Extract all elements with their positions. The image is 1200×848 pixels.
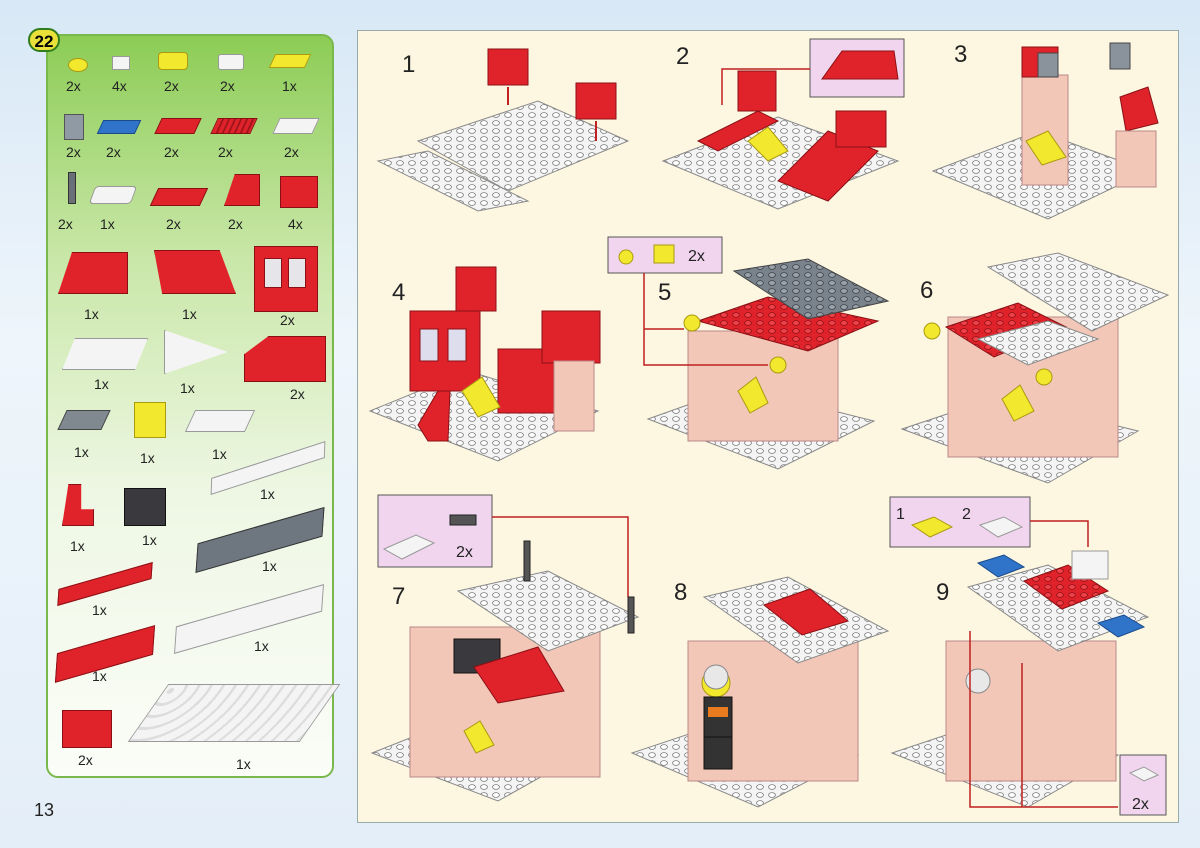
part-qty: 2x: [290, 386, 305, 402]
step-5-illustration: 2x: [607, 236, 890, 470]
wedge-plate-white-right-icon: [164, 330, 228, 374]
step-9-label-2: 2: [962, 506, 971, 523]
antenna-grey-icon: [68, 172, 76, 204]
brick-red-corner-icon: [62, 710, 112, 748]
part-qty: 1x: [180, 380, 195, 396]
step-number: 8: [674, 579, 688, 606]
tile-yellow-icon: [268, 54, 312, 68]
brick-1x1-grey-icon: [64, 114, 84, 140]
grille-red-icon: [210, 118, 258, 134]
page-number: 13: [34, 800, 55, 820]
step-number: 7: [392, 583, 406, 610]
step-7-illustration: 2x: [370, 494, 640, 802]
part-qty: 1x: [260, 486, 275, 502]
step-6-illustration: [900, 252, 1170, 484]
part-qty: 2x: [166, 216, 181, 232]
slope-red-icon: [224, 174, 260, 206]
window-pane-icon: [264, 258, 282, 288]
chair-red-icon: [62, 484, 94, 526]
part-qty: 2x: [218, 144, 233, 160]
step-number: 3: [954, 41, 968, 68]
part-qty: 2x: [280, 312, 295, 328]
step-2-illustration: [661, 38, 905, 210]
part-qty: 1x: [142, 532, 157, 548]
step-number: 4: [392, 279, 406, 306]
part-qty: 2x: [164, 78, 179, 94]
step-4-illustration: [368, 266, 601, 462]
parts-list-panel: 22 2x 4x 2x 2x 1x 2x 2x 2x 2x 2x 2x 1x 2…: [28, 28, 341, 778]
wedge-plate-white-left-icon: [62, 338, 148, 370]
part-qty: 1x: [92, 668, 107, 684]
plate-red-1x6-icon: [57, 562, 153, 606]
window-pane-icon: [288, 258, 306, 288]
part-qty: 1x: [140, 450, 155, 466]
step-number: 5: [658, 279, 672, 306]
part-qty: 1x: [282, 78, 297, 94]
step-number: 9: [936, 579, 950, 606]
step-number: 6: [920, 277, 934, 304]
part-qty: 1x: [70, 538, 85, 554]
part-qty: 1x: [84, 306, 99, 322]
part-qty: 1x: [182, 306, 197, 322]
part-qty: 1x: [262, 558, 277, 574]
corner-plate-red-icon: [149, 188, 209, 206]
brick-black-icon: [124, 488, 166, 526]
instruction-steps-area: 1 2 3 4 5 6 7 8 9: [357, 30, 1179, 823]
step-number: 1: [402, 51, 416, 78]
part-qty: 2x: [220, 78, 235, 94]
plate-red-icon: [154, 118, 202, 134]
slope-red-large-icon: [244, 336, 326, 382]
part-qty: 2x: [58, 216, 73, 232]
plate-white-icon: [272, 118, 320, 134]
clip-plate-yellow-icon: [158, 52, 188, 70]
wedge-red-left-icon: [58, 252, 128, 294]
step-1-illustration: [376, 48, 630, 212]
step-5-qty-label: 2x: [688, 248, 705, 265]
wedge-red-right-icon: [154, 250, 236, 294]
brick-red-2x2-icon: [280, 176, 318, 208]
plate-1x1-white-icon: [112, 56, 130, 70]
tile-blue-icon: [96, 120, 142, 134]
part-qty: 2x: [106, 144, 121, 160]
step-number: 2: [676, 43, 690, 70]
step-9-illustration: 1 2 2x: [889, 496, 1167, 816]
part-qty: 4x: [288, 216, 303, 232]
frame-yellow-icon: [134, 402, 166, 438]
plate-white-2x4-icon: [184, 410, 256, 432]
part-qty: 2x: [228, 216, 243, 232]
set-number-badge: 22: [28, 28, 60, 52]
part-qty: 2x: [66, 78, 81, 94]
part-qty: 1x: [74, 444, 89, 460]
part-qty: 2x: [78, 752, 93, 768]
part-qty: 4x: [112, 78, 127, 94]
round-plate-yellow-icon: [68, 58, 88, 72]
part-qty: 2x: [66, 144, 81, 160]
step-illustrations: 2x 2x: [368, 38, 1170, 816]
plate-white-handle-icon: [88, 186, 138, 204]
part-qty: 1x: [236, 756, 251, 772]
part-qty: 1x: [254, 638, 269, 654]
part-qty: 1x: [100, 216, 115, 232]
part-qty: 1x: [94, 376, 109, 392]
plate-grey-2x2-icon: [57, 410, 111, 430]
part-qty: 1x: [92, 602, 107, 618]
part-qty: 2x: [284, 144, 299, 160]
clip-plate-white-icon: [218, 54, 244, 70]
step-3-illustration: [931, 42, 1159, 220]
plate-white-2x8-icon: [174, 583, 324, 655]
step-7-qty-label: 2x: [456, 544, 473, 561]
step-9-label-1: 1: [896, 506, 905, 523]
part-qty: 2x: [164, 144, 179, 160]
step-9-bottom-qty: 2x: [1132, 796, 1149, 813]
plate-grey-2x8-icon: [195, 506, 325, 574]
plate-white-6x8-icon: [127, 684, 341, 742]
step-8-illustration: [630, 576, 890, 808]
part-qty: 1x: [212, 446, 227, 462]
